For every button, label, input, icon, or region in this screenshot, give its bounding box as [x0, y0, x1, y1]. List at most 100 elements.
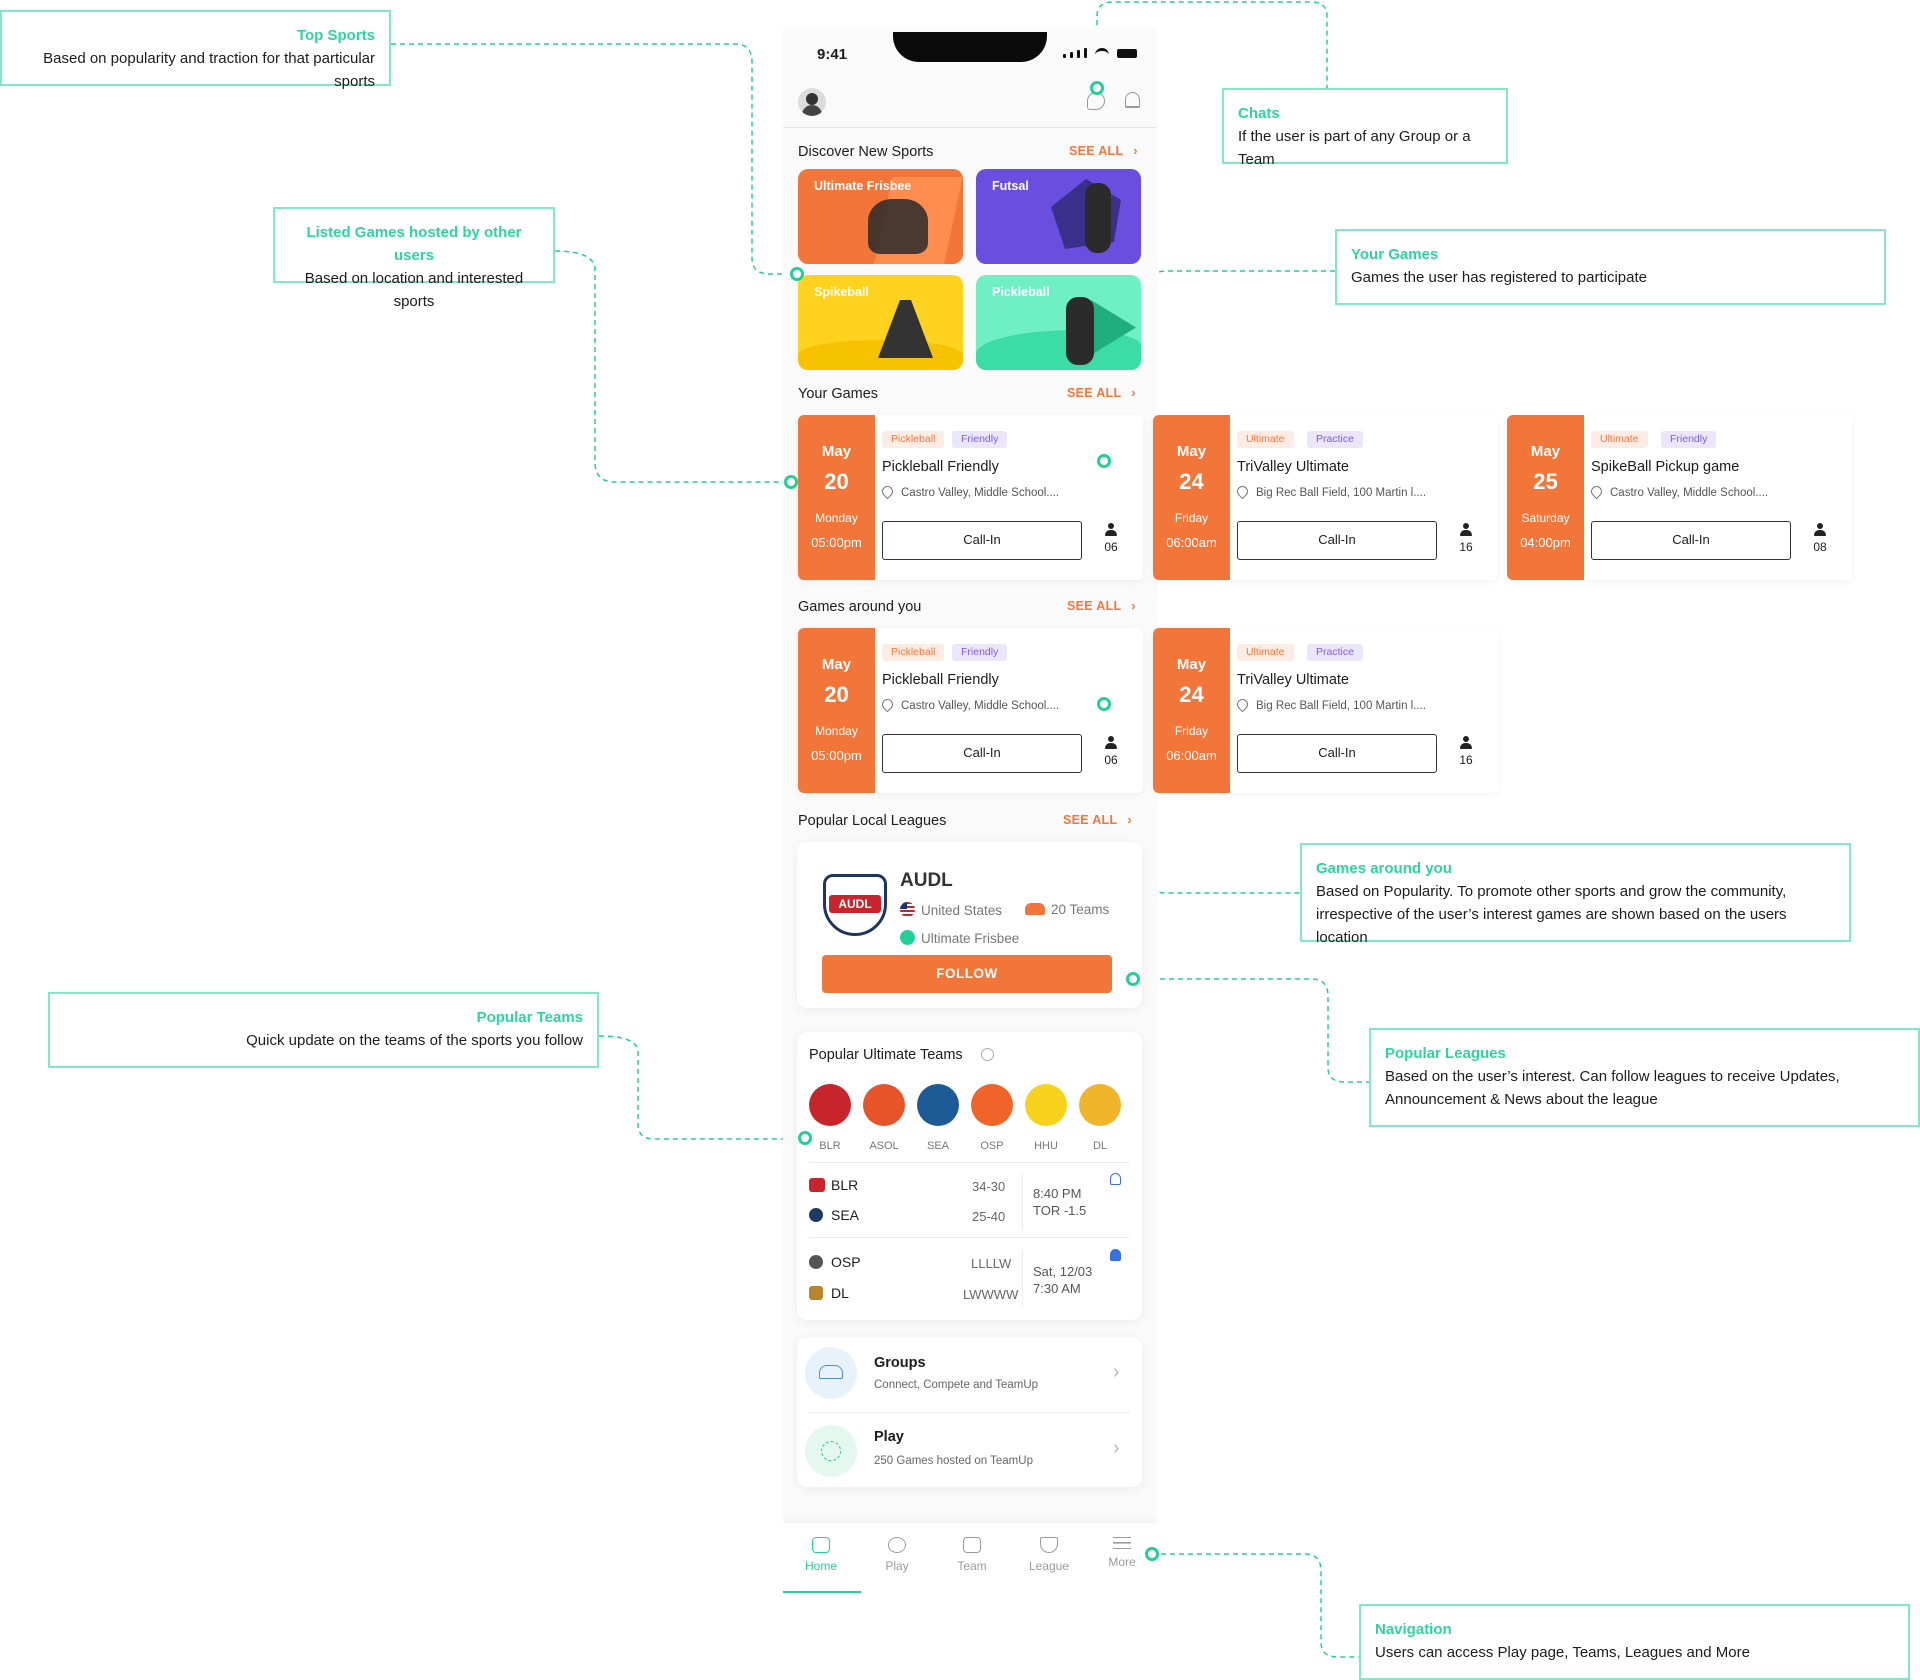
annotation-title: Your Games — [1351, 246, 1439, 263]
game-day: 24 — [1179, 469, 1204, 494]
status-icons — [1063, 48, 1137, 58]
location-pin-icon — [879, 696, 896, 713]
team-mini-icon — [809, 1178, 825, 1192]
location-pin-icon — [1234, 696, 1251, 713]
game-time: 04:00pm — [1520, 535, 1571, 550]
connector-dot — [1097, 697, 1111, 711]
annotation-desc: irrespective of the user’s interest game… — [1316, 906, 1787, 946]
match-score2: LWWWW — [963, 1287, 1019, 1302]
annotation-title: Navigation — [1375, 1621, 1452, 1638]
sport-tile-label: Spikeball — [814, 285, 869, 299]
play-icon — [888, 1537, 906, 1553]
game-card[interactable]: May 20 Monday 05:00pm Pickleball Friendl… — [798, 628, 1143, 793]
call-in-button[interactable]: Call-In — [1591, 521, 1791, 560]
players-icon — [1105, 736, 1117, 750]
bell-filled-icon[interactable] — [1110, 1249, 1121, 1261]
location-pin-icon — [1234, 483, 1251, 500]
team-abbr: ASOL — [869, 1140, 899, 1152]
chevron-right-icon: › — [1133, 144, 1138, 158]
status-time: 9:41 — [817, 46, 848, 63]
player-count: 16 — [1453, 523, 1479, 554]
see-all-label: SEE ALL — [1067, 386, 1122, 400]
call-in-button[interactable]: Call-In — [1237, 521, 1437, 560]
annotation-desc: If the user is part of any Group or a Te… — [1238, 128, 1471, 168]
annotation-desc: Based on popularity and traction for tha… — [43, 50, 375, 90]
follow-button[interactable]: FOLLOW — [822, 955, 1112, 993]
player-count: 16 — [1453, 736, 1479, 767]
nav-home[interactable]: Home — [791, 1533, 851, 1573]
match-team1-name: BLR — [831, 1177, 859, 1193]
player-count-value: 16 — [1459, 540, 1473, 554]
see-all-leagues[interactable]: SEE ALL› — [1063, 813, 1132, 827]
divider — [1022, 1250, 1023, 1306]
connector-dot — [798, 1131, 812, 1145]
game-card[interactable]: May 24 Friday 06:00am Ultimate Practice … — [1153, 628, 1498, 793]
info-icon[interactable] — [980, 1048, 994, 1061]
team-logo-asol[interactable] — [863, 1084, 905, 1126]
annotation-title: Popular Teams — [476, 1009, 583, 1026]
header-divider — [783, 127, 1157, 128]
game-day: 25 — [1533, 469, 1558, 494]
see-all-games-around[interactable]: SEE ALL› — [1067, 599, 1136, 613]
game-card[interactable]: May 25 Saturday 04:00pm Ultimate Friendl… — [1507, 415, 1852, 580]
annotation-popular-teams: Popular Teams Quick update on the teams … — [48, 992, 599, 1068]
team-abbr: SEA — [926, 1140, 949, 1152]
play-row[interactable]: Play 250 Games hosted on TeamUp › — [797, 1415, 1142, 1487]
players-icon — [1814, 523, 1826, 537]
league-card[interactable]: AUDL AUDL United States 20 Teams Ultimat… — [797, 842, 1142, 1008]
annotation-desc: Based on location and interested sports — [304, 270, 524, 310]
nav-team[interactable]: Team — [942, 1533, 1002, 1573]
player-count: 06 — [1098, 523, 1124, 554]
team-abbr: BLR — [819, 1140, 841, 1152]
call-in-button[interactable]: Call-In — [882, 521, 1082, 560]
sport-tile-futsal[interactable]: Futsal — [976, 169, 1141, 264]
team-logo-blr[interactable] — [809, 1084, 851, 1126]
game-card[interactable]: May 20 Monday 05:00pm Pickleball Friendl… — [798, 415, 1143, 580]
sport-tile-spikeball[interactable]: Spikeball — [798, 275, 963, 370]
play-title: Play — [874, 1429, 904, 1445]
match-score2: 25-40 — [972, 1209, 1006, 1224]
game-day: 20 — [824, 682, 849, 707]
nav-play[interactable]: Play — [867, 1533, 927, 1573]
bell-outline-icon[interactable] — [1110, 1173, 1121, 1185]
game-time: 06:00am — [1166, 535, 1217, 550]
chevron-right-icon: › — [1131, 386, 1136, 400]
connector-dot — [1145, 1547, 1159, 1561]
see-all-discover[interactable]: SEE ALL› — [1069, 144, 1138, 158]
location-text: Castro Valley, Middle School.... — [901, 700, 1060, 712]
see-all-your-games[interactable]: SEE ALL › — [1067, 386, 1136, 400]
nav-league[interactable]: League — [1019, 1533, 1079, 1573]
annotation-title: Top Sports — [296, 27, 375, 44]
team-logo-osp[interactable] — [971, 1084, 1013, 1126]
groups-title: Groups — [874, 1355, 926, 1371]
team-mini-icon — [809, 1286, 823, 1300]
team-logo-dl[interactable] — [1079, 1084, 1121, 1126]
nav-more[interactable]: More — [1092, 1533, 1152, 1569]
league-country: United States — [900, 902, 1002, 918]
annotation-desc: Announcement & News about the league — [1385, 1091, 1658, 1108]
divider — [809, 1162, 1130, 1163]
sport-tile-ultimate-frisbee[interactable]: Ultimate Frisbee — [798, 169, 963, 264]
groups-row[interactable]: Groups Connect, Compete and TeamUp › — [797, 1337, 1142, 1409]
call-in-button[interactable]: Call-In — [882, 734, 1082, 773]
team-logo-hhu[interactable] — [1025, 1084, 1067, 1126]
call-in-button[interactable]: Call-In — [1237, 734, 1437, 773]
game-date-block: May 24 Friday 06:00am — [1153, 628, 1230, 793]
bell-icon[interactable] — [1125, 92, 1140, 108]
match-score1: 34-30 — [972, 1179, 1006, 1194]
team-abbr: HHU — [1034, 1140, 1058, 1152]
game-date-block: May 25 Saturday 04:00pm — [1507, 415, 1584, 580]
avatar[interactable] — [798, 88, 826, 116]
annotation-top-sports: Top Sports Based on popularity and tract… — [0, 10, 391, 90]
game-location: Big Rec Ball Field, 100 Martin l.... — [1234, 696, 1426, 713]
game-card[interactable]: May 24 Friday 06:00am Ultimate Practice … — [1153, 415, 1498, 580]
match-extra: 7:30 AM — [1033, 1281, 1081, 1296]
game-name: Pickleball Friendly — [882, 672, 999, 688]
home-icon — [812, 1537, 830, 1553]
game-month: May — [1530, 443, 1561, 460]
annotation-title: Popular Leagues — [1385, 1045, 1506, 1062]
chevron-right-icon: › — [1113, 1361, 1120, 1383]
team-logo-sea[interactable] — [917, 1084, 959, 1126]
sport-tile-pickleball[interactable]: Pickleball — [976, 275, 1141, 370]
